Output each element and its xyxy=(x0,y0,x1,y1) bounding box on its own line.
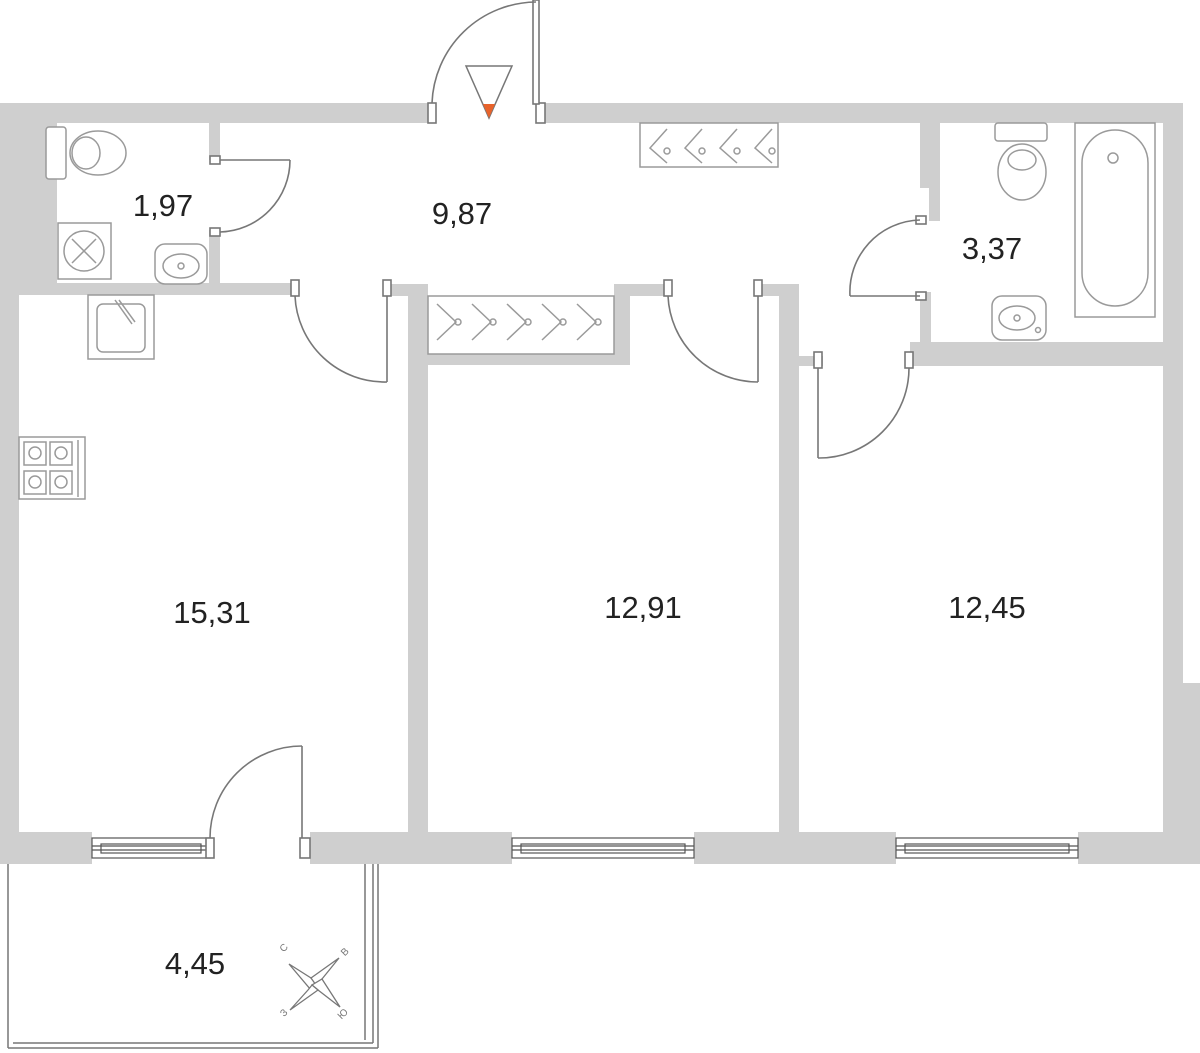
bathroom-toilet-icon xyxy=(994,122,1048,201)
hanger-icon xyxy=(683,128,706,164)
hanger-icon xyxy=(753,128,776,164)
compass-icon: С В Ю З xyxy=(278,942,352,1022)
area-label-hall: 9,87 xyxy=(432,196,492,231)
door-bedroom-1 xyxy=(663,279,763,383)
wall-toilet-right-bottom xyxy=(209,230,220,285)
area-label-kitchen-living: 15,31 xyxy=(173,595,251,630)
door-balcony xyxy=(205,745,311,859)
entrance-arrow-icon xyxy=(464,65,514,120)
wall-right xyxy=(1163,103,1183,683)
wall-closet-right xyxy=(614,284,630,364)
wall-bath-left-bottom xyxy=(920,292,931,352)
area-label-toilet: 1,97 xyxy=(133,188,193,223)
compass-east: В xyxy=(339,946,352,959)
wall-bottom-3 xyxy=(694,832,896,864)
washing-machine-icon xyxy=(57,222,112,280)
wall-hall-stub-1 xyxy=(385,284,428,296)
window-bedroom-1 xyxy=(511,837,695,859)
compass-south: Ю xyxy=(336,1007,351,1022)
compass-north: С xyxy=(278,942,291,955)
wall-bottom-4 xyxy=(1078,832,1200,864)
stove-icon xyxy=(18,436,86,500)
wardrobe-bedroom-1 xyxy=(427,295,615,355)
hanger-icon xyxy=(471,303,497,341)
walls xyxy=(0,103,1200,864)
door-bedroom-2 xyxy=(813,351,914,459)
toilet-icon xyxy=(45,126,127,180)
door-kitchen xyxy=(290,279,392,383)
area-label-bedroom-1: 12,91 xyxy=(604,590,682,625)
windows xyxy=(91,837,1079,859)
wall-top-right xyxy=(545,103,1183,123)
wall-bedroom2-top-stub xyxy=(799,356,823,366)
wall-bottom-2 xyxy=(310,832,512,864)
wall-bath-left-mid xyxy=(929,186,940,221)
area-label-bedroom-2: 12,45 xyxy=(948,590,1026,625)
hanger-icon xyxy=(541,303,567,341)
wall-bottom-1 xyxy=(0,832,92,864)
wall-toilet-right-top xyxy=(209,123,220,160)
room-labels: 1,97 9,87 3,37 15,31 12,91 12,45 4,45 xyxy=(133,188,1026,981)
wall-bedroom1-bedroom2 xyxy=(779,284,799,832)
wall-bath-left-top xyxy=(920,123,940,188)
entrance-door xyxy=(427,0,546,124)
doors xyxy=(205,0,927,859)
wall-left xyxy=(0,103,19,863)
hanger-icon xyxy=(576,303,602,341)
hanger-icon xyxy=(648,128,671,164)
hanger-icon xyxy=(506,303,532,341)
fixtures xyxy=(18,122,1156,500)
window-bedroom-2 xyxy=(895,837,1079,859)
wall-kitchen-bedroom1 xyxy=(408,284,428,832)
door-toilet xyxy=(209,155,291,237)
wall-closet-top xyxy=(614,284,670,296)
wall-top-left xyxy=(0,103,432,123)
kitchen-sink-icon xyxy=(87,294,155,360)
bathtub-icon xyxy=(1074,122,1156,318)
wall-toilet-bottom xyxy=(19,283,297,295)
sink-icon xyxy=(154,243,208,285)
wardrobe-hall xyxy=(639,122,779,168)
wall-bath-bottom xyxy=(910,342,1163,366)
area-label-balcony: 4,45 xyxy=(165,946,225,981)
compass-west: З xyxy=(278,1007,290,1019)
door-bathroom xyxy=(849,215,927,301)
bathroom-sink-icon xyxy=(991,295,1047,341)
hanger-icon xyxy=(718,128,741,164)
window-kitchen xyxy=(91,837,211,859)
area-label-bathroom: 3,37 xyxy=(962,231,1022,266)
wall-closet-bottom xyxy=(408,354,630,365)
balcony xyxy=(7,864,379,1049)
wall-hall-stub-2 xyxy=(758,284,799,296)
hanger-icon xyxy=(436,303,462,341)
